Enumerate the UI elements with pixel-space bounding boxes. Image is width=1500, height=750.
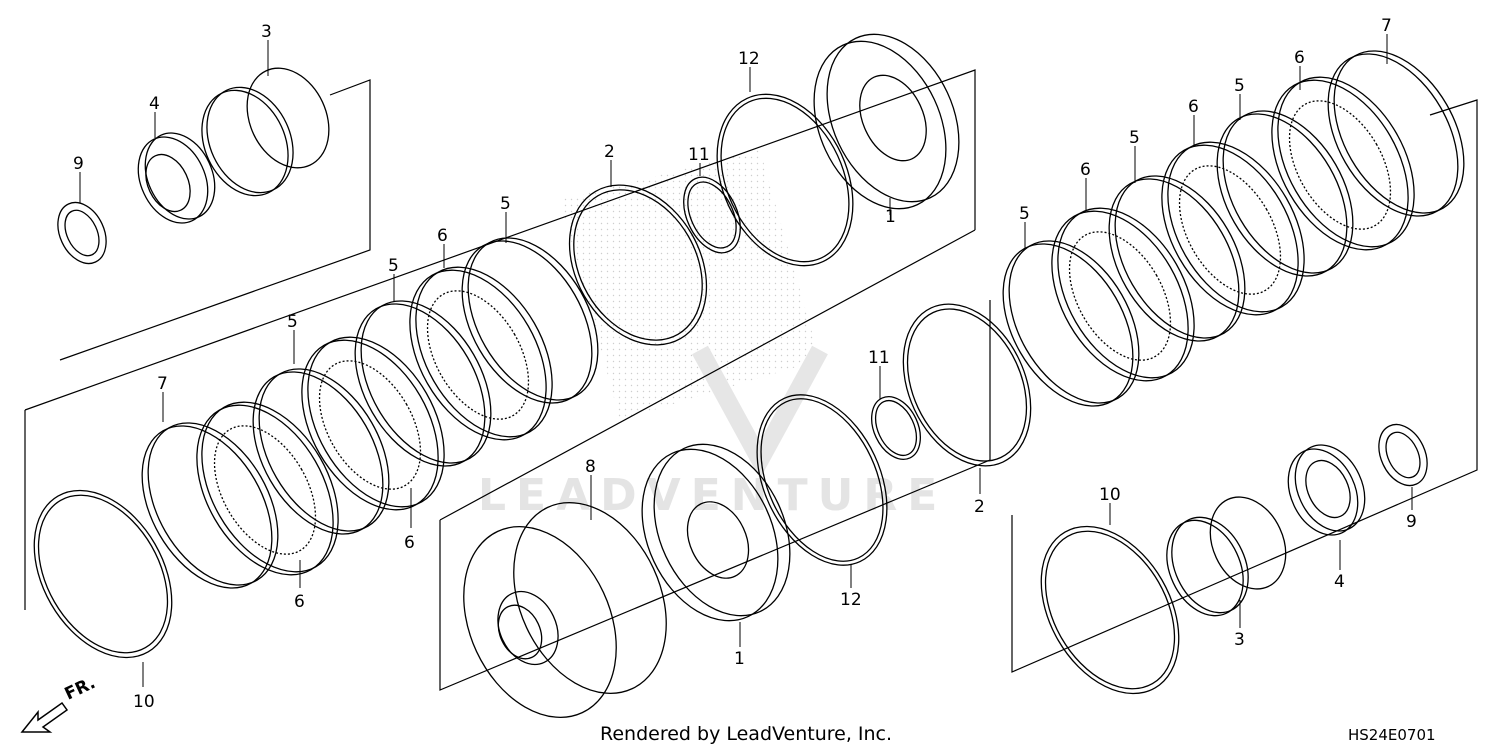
callout-labels: 3 4 9 12 2 11 5 6 5 5 7 1 6 6 10 8 1 12 … bbox=[73, 16, 1417, 712]
spring-3-upper bbox=[201, 67, 330, 197]
snap-ring-10-right bbox=[1040, 525, 1180, 695]
callout-5[interactable]: 5 bbox=[287, 312, 298, 332]
friction-disc-6-f bbox=[1271, 76, 1415, 251]
steel-plate-5-e bbox=[1108, 175, 1246, 342]
group-outline-left bbox=[24, 69, 976, 610]
leader-lines bbox=[79, 34, 1413, 687]
callout-11[interactable]: 11 bbox=[688, 145, 710, 165]
o-ring-12-lower bbox=[756, 394, 888, 566]
callout-3[interactable]: 3 bbox=[261, 22, 272, 42]
snap-ring-9-lower bbox=[1378, 423, 1428, 487]
snap-ring-10-left bbox=[33, 489, 173, 659]
callout-9[interactable]: 9 bbox=[73, 154, 84, 174]
steel-plate-5-f bbox=[1216, 110, 1354, 277]
callout-4[interactable]: 4 bbox=[149, 94, 160, 114]
clutch-drum-8 bbox=[463, 502, 667, 718]
end-plate-7-left bbox=[141, 422, 279, 589]
watermark-text: LEADVENTURE bbox=[478, 470, 947, 521]
retainer-4-upper bbox=[137, 132, 216, 224]
friction-disc-6-c bbox=[409, 266, 553, 441]
watermark: LEADVENTURE bbox=[478, 150, 947, 521]
o-ring-11-upper bbox=[683, 176, 741, 254]
callout-1[interactable]: 1 bbox=[885, 207, 896, 227]
group-outline-right bbox=[1011, 99, 1478, 673]
callout-10[interactable]: 10 bbox=[1099, 485, 1121, 505]
callout-5[interactable]: 5 bbox=[1129, 128, 1140, 148]
callout-5[interactable]: 5 bbox=[1019, 204, 1030, 224]
friction-disc-6-d bbox=[1051, 207, 1195, 382]
callout-5[interactable]: 5 bbox=[500, 194, 511, 214]
friction-disc-6-a bbox=[196, 401, 339, 576]
piston-1-upper bbox=[813, 33, 960, 210]
front-direction-indicator: FR. bbox=[20, 673, 99, 733]
callout-10[interactable]: 10 bbox=[133, 692, 155, 712]
o-ring-12-upper bbox=[716, 93, 854, 267]
callout-3[interactable]: 3 bbox=[1234, 630, 1245, 650]
diagram-code: HS24E0701 bbox=[1348, 726, 1436, 744]
steel-plate-5-a bbox=[252, 368, 390, 535]
seal-ring-2-upper bbox=[568, 184, 708, 346]
callout-12[interactable]: 12 bbox=[738, 49, 760, 69]
callout-4[interactable]: 4 bbox=[1334, 572, 1345, 592]
callout-5[interactable]: 5 bbox=[388, 256, 399, 276]
end-plate-7-right bbox=[1327, 50, 1465, 217]
callout-5[interactable]: 5 bbox=[1234, 76, 1245, 96]
callout-12[interactable]: 12 bbox=[840, 590, 862, 610]
callout-2[interactable]: 2 bbox=[604, 142, 615, 162]
callout-6[interactable]: 6 bbox=[1188, 97, 1199, 117]
credit-text: Rendered by LeadVenture, Inc. bbox=[600, 723, 892, 745]
callout-7[interactable]: 7 bbox=[157, 374, 168, 394]
retainer-4-lower bbox=[1287, 444, 1366, 536]
callout-1[interactable]: 1 bbox=[734, 649, 745, 669]
front-label: FR. bbox=[62, 673, 99, 704]
callout-6[interactable]: 6 bbox=[1080, 160, 1091, 180]
friction-disc-6-b bbox=[301, 336, 445, 511]
o-ring-11-lower bbox=[871, 396, 921, 460]
front-arrow-icon bbox=[20, 701, 69, 733]
steel-plate-5-c bbox=[461, 237, 599, 404]
callout-2[interactable]: 2 bbox=[974, 497, 985, 517]
callout-11[interactable]: 11 bbox=[868, 348, 890, 368]
callout-9[interactable]: 9 bbox=[1406, 512, 1417, 532]
friction-disc-6-e bbox=[1161, 141, 1305, 316]
callout-6[interactable]: 6 bbox=[437, 226, 448, 246]
seal-ring-2-lower bbox=[902, 303, 1032, 467]
steel-plate-5-d bbox=[1002, 240, 1140, 407]
snap-ring-9-upper bbox=[57, 201, 107, 265]
callout-6[interactable]: 6 bbox=[404, 533, 415, 553]
steel-plate-5-b bbox=[354, 300, 492, 467]
spring-3-lower bbox=[1166, 496, 1287, 617]
callout-8[interactable]: 8 bbox=[585, 457, 596, 477]
piston-1-lower bbox=[641, 443, 791, 622]
callout-6[interactable]: 6 bbox=[1294, 48, 1305, 68]
callout-7[interactable]: 7 bbox=[1381, 16, 1392, 36]
callout-6[interactable]: 6 bbox=[294, 592, 305, 612]
